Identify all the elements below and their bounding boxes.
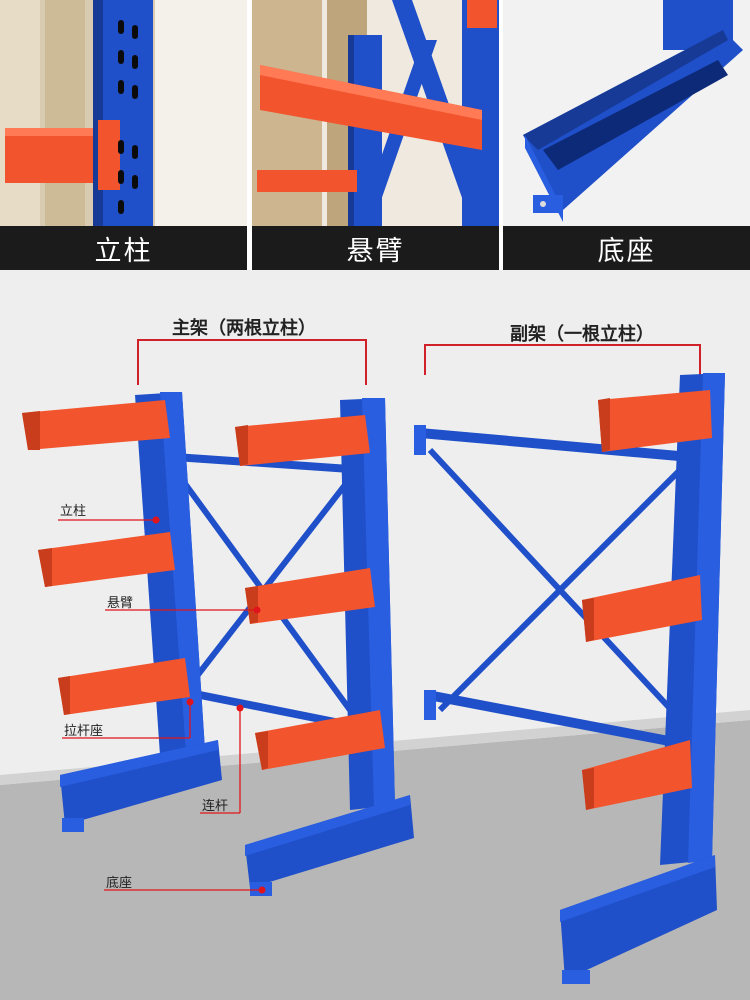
base-caption: 底座	[503, 226, 750, 270]
upright-caption: 立柱	[0, 226, 247, 270]
arm-detail-panel: 悬臂	[252, 0, 499, 270]
callout-upright: 立柱	[60, 504, 87, 519]
base-photo	[503, 0, 750, 270]
rack-diagram: 主架（两根立柱） 副架（一根立柱） 立柱 悬臂 拉杆座 连杆 底座	[0, 270, 750, 1000]
rack-scene	[0, 270, 750, 1000]
detail-photo-strip: 立柱 悬臂 底座	[0, 0, 750, 270]
sub-frame	[414, 344, 725, 984]
main-frame	[22, 339, 414, 896]
callout-lines	[58, 519, 262, 891]
sub-frame-title: 副架（一根立柱）	[510, 324, 654, 345]
callout-base: 底座	[106, 876, 133, 891]
arm-caption: 悬臂	[252, 226, 499, 270]
main-frame-title: 主架（两根立柱）	[172, 318, 316, 339]
callout-brace-seat: 拉杆座	[64, 724, 104, 739]
callout-arm: 悬臂	[107, 596, 134, 611]
base-detail-panel: 底座	[503, 0, 750, 270]
callout-dots	[152, 516, 266, 894]
upright-detail-panel: 立柱	[0, 0, 247, 270]
arm-photo	[252, 0, 499, 270]
upright-photo	[0, 0, 247, 270]
callout-brace: 连杆	[202, 799, 229, 814]
